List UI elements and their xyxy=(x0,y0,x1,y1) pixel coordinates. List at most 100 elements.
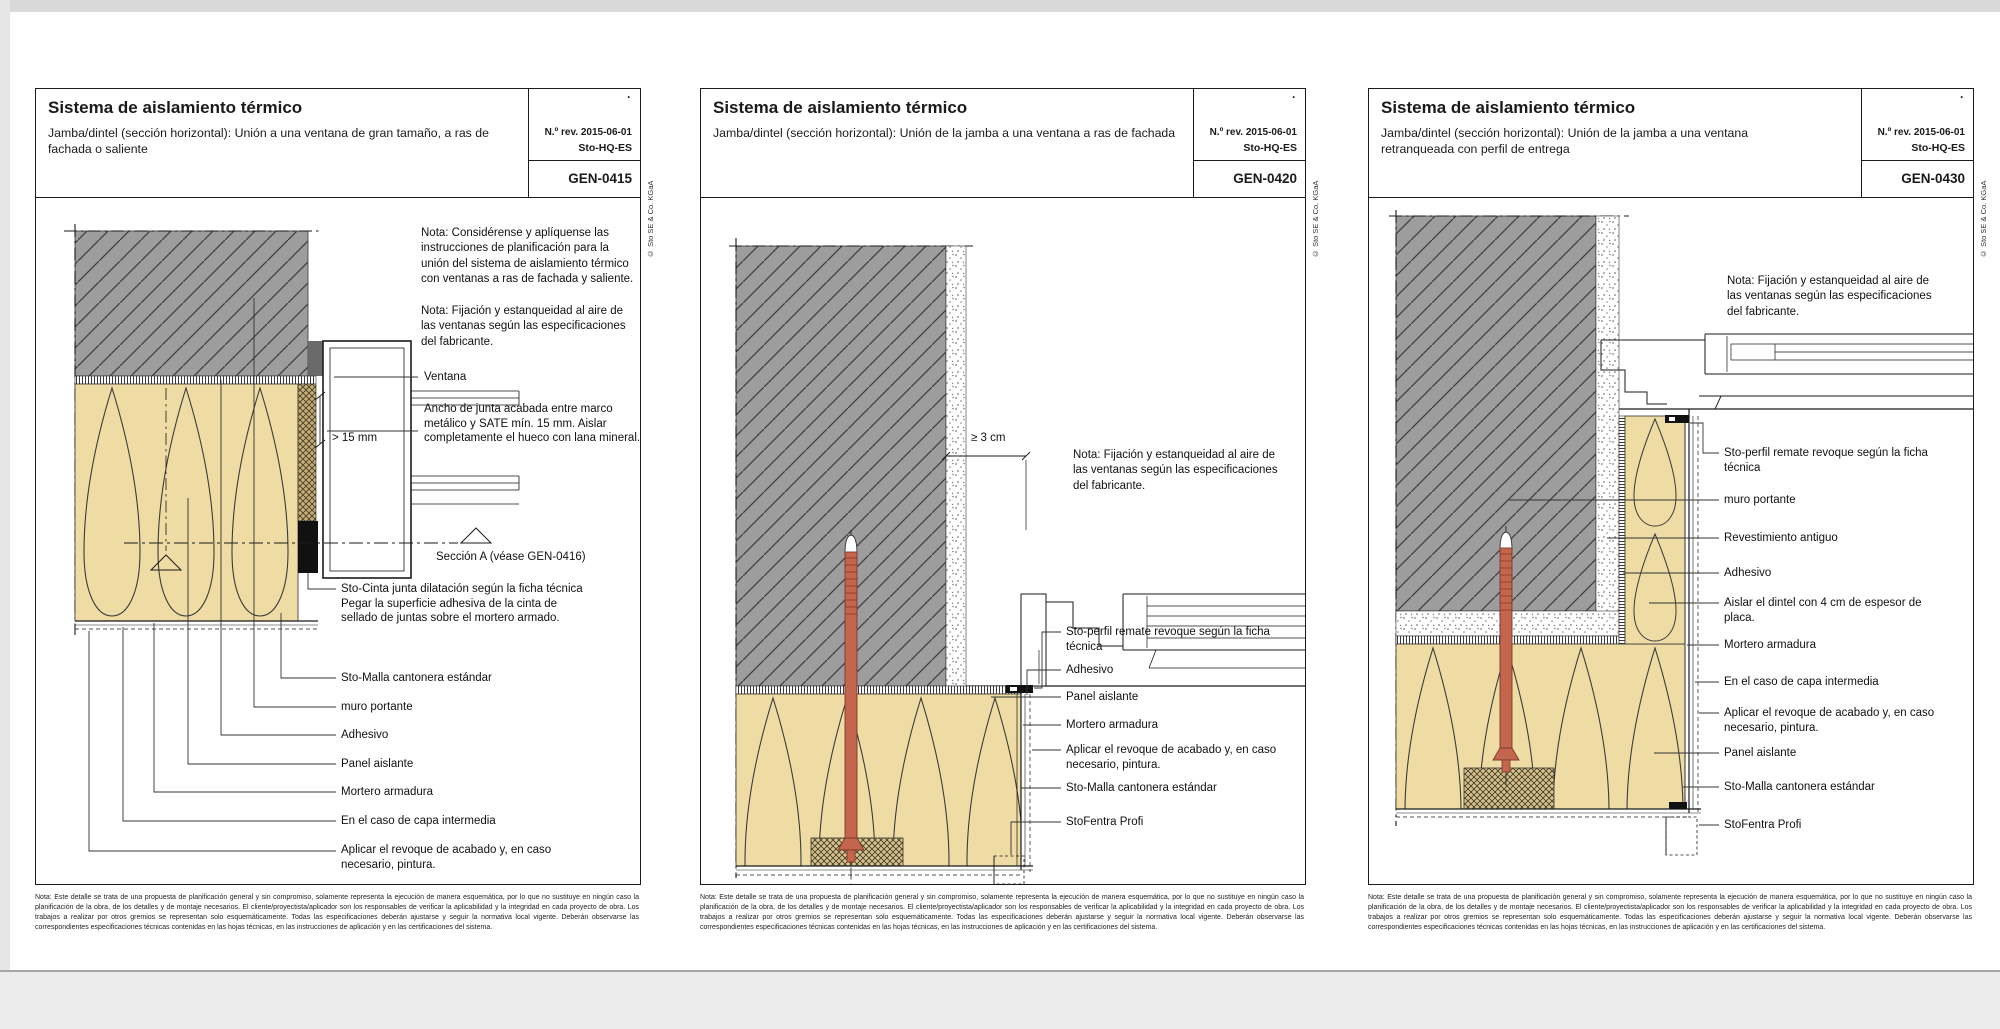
page-bottom-margin xyxy=(0,972,2000,1029)
revision-box: · N.º rev. 2015-06-01 Sto-HQ-ES GEN-0420 xyxy=(1193,89,1305,197)
page-bottom-rule xyxy=(0,970,2000,972)
render-bottom-layers xyxy=(736,865,1033,876)
annotation-corner-mesh: Sto-Malla cantonera estándar xyxy=(341,672,492,684)
sheet-gen-0420: Sistema de aislamiento térmico Jamba/din… xyxy=(700,88,1320,931)
annotation-intermediate-coat: En el caso de capa intermedia xyxy=(1724,676,1879,688)
sheet-frame: Sistema de aislamiento térmico Jamba/din… xyxy=(700,88,1306,885)
annotation-insulation: Panel aislante xyxy=(1066,691,1139,703)
copyright-vertical: © Sto SE & Co. KGaA xyxy=(1979,180,1988,258)
detail-drawing-canvas xyxy=(64,224,520,852)
sheet-title: Sistema de aislamiento térmico xyxy=(713,98,968,117)
detail-drawing: Nota: Fijación y estanqueidad al aire de… xyxy=(1369,198,1973,886)
sheet-code: GEN-0420 xyxy=(1233,171,1297,186)
annotation-window: Ventana xyxy=(424,371,467,383)
revision-number: N.º rev. 2015-06-01 xyxy=(544,127,632,138)
annotation-stop-profile: Sto-perfil remate revoque según la ficha… xyxy=(1724,447,1928,474)
adhesive-layer xyxy=(735,685,1022,695)
annotation-joint-tape: Sto-Cinta junta dilatación según la fich… xyxy=(341,583,583,625)
annotation-insulation: Panel aislante xyxy=(341,758,414,770)
render-bottom-layers xyxy=(1396,808,1701,818)
load-bearing-wall xyxy=(1389,210,1629,826)
leader-lines xyxy=(1509,422,1719,826)
detail-drawing-canvas xyxy=(729,238,1305,885)
disclaimer-text: Nota: Este detalle se trata de una propu… xyxy=(35,894,639,931)
mineral-wool-strip xyxy=(297,383,317,522)
insulation-board xyxy=(74,383,299,622)
detail-drawing: Nota: Considérense y aplíquense las inst… xyxy=(36,198,640,886)
fixing-note: Nota: Fijación y estanqueidad al aire de… xyxy=(421,305,626,348)
disclaimer-text: Nota: Este detalle se trata de una propu… xyxy=(700,894,1304,931)
insulation-board xyxy=(735,693,1022,867)
sheet-frame: Sistema de aislamiento térmico Jamba/din… xyxy=(35,88,641,885)
detail-drawing: ≥ 3 cm Nota: Fijación y estanqueidad al … xyxy=(701,198,1305,886)
annotation-stofentra: StoFentra Profi xyxy=(1724,819,1802,831)
load-bearing-wall xyxy=(729,238,973,878)
corner-seal-mark xyxy=(1669,802,1687,809)
annotation-lintel-insulation: Aislar el dintel con 4 cm de espesor de … xyxy=(1724,597,1922,624)
annotation-intermediate-coat: En el caso de capa intermedia xyxy=(341,815,496,827)
leader-lines xyxy=(88,298,418,852)
annotation-finish-render: Aplicar el revoque de acabado y, en caso… xyxy=(1066,744,1277,771)
revision-dot: · xyxy=(1960,90,1964,104)
joint-width-dimension xyxy=(314,391,326,449)
section-line-a xyxy=(124,388,493,571)
joint-sealing-tape xyxy=(298,521,318,573)
revision-box: · N.º rev. 2015-06-01 Sto-HQ-ES GEN-0415 xyxy=(528,89,640,197)
sheet-subtitle: Jamba/dintel (sección horizontal): Unión… xyxy=(48,126,489,157)
window-sill-profile-box xyxy=(993,855,1025,885)
window-frame xyxy=(322,340,520,579)
sheet-title: Sistema de aislamiento térmico xyxy=(1381,98,1636,117)
reveal-dimension xyxy=(941,451,1031,530)
sheet-frame: Sistema de aislamiento térmico Jamba/din… xyxy=(1368,88,1974,885)
revision-dot: · xyxy=(1292,90,1296,104)
fixing-note: Nota: Fijación y estanqueidad al aire de… xyxy=(1727,275,1932,318)
title-block: Sistema de aislamiento térmico Jamba/din… xyxy=(701,89,1305,198)
annotation-adhesive: Adhesivo xyxy=(1066,664,1114,676)
dimension-3cm: ≥ 3 cm xyxy=(971,432,1006,444)
annotation-corner-mesh: Sto-Malla cantonera estándar xyxy=(1066,782,1217,794)
section-reference: Sección A (véase GEN-0416) xyxy=(436,551,586,563)
revision-dot: · xyxy=(627,90,631,104)
annotation-mortar: Mortero armadura xyxy=(1066,719,1159,731)
annotation-stop-profile: Sto-perfil remate revoque según la ficha… xyxy=(1066,626,1270,653)
anchor-dowel xyxy=(1492,526,1520,796)
copyright-vertical: © Sto SE & Co. KGaA xyxy=(646,180,655,258)
title-block: Sistema de aislamiento térmico Jamba/din… xyxy=(1369,89,1973,198)
annotation-finish-render: Aplicar el revoque de acabado y, en caso… xyxy=(341,844,552,871)
org-code: Sto-HQ-ES xyxy=(578,142,632,154)
mortar-bed-block xyxy=(1463,767,1555,810)
page-left-margin xyxy=(0,0,10,1029)
planning-note: Nota: Considérense y aplíquense las inst… xyxy=(421,227,634,285)
annotation-adhesive: Adhesivo xyxy=(341,729,389,741)
annotation-mortar: Mortero armadura xyxy=(341,786,434,798)
annotation-old-render: Revestimiento antiguo xyxy=(1724,532,1838,544)
render-bottom-layers xyxy=(75,620,318,630)
org-code: Sto-HQ-ES xyxy=(1243,142,1297,154)
render-stop-profile xyxy=(1006,685,1033,693)
title-block: Sistema de aislamiento térmico Jamba/din… xyxy=(36,89,640,198)
annotation-corner-mesh: Sto-Malla cantonera estándar xyxy=(1724,781,1875,793)
old-render-layer xyxy=(945,245,967,687)
dimension-15mm: > 15 mm xyxy=(332,432,378,444)
sheet-code: GEN-0430 xyxy=(1901,171,1965,186)
sheet-title: Sistema de aislamiento térmico xyxy=(48,98,303,117)
annotation-wall: muro portante xyxy=(341,701,413,713)
leader-lines xyxy=(991,631,1061,855)
annotation-finish-render: Aplicar el revoque de acabado y, en caso… xyxy=(1724,707,1935,734)
revision-number: N.º rev. 2015-06-01 xyxy=(1209,127,1297,138)
copyright-vertical: © Sto SE & Co. KGaA xyxy=(1311,180,1320,258)
window-frame xyxy=(1600,333,1973,410)
anchor-dowel xyxy=(837,530,865,884)
annotation-adhesive: Adhesivo xyxy=(1724,567,1772,579)
revision-number: N.º rev. 2015-06-01 xyxy=(1877,127,1965,138)
sheet-gen-0430: Sistema de aislamiento térmico Jamba/din… xyxy=(1368,88,1988,931)
annotation-wall: muro portante xyxy=(1724,494,1796,506)
annotation-joint-width: Ancho de junta acabada entre marco metál… xyxy=(424,403,640,445)
render-stop-profile xyxy=(1665,415,1689,423)
page-top-margin xyxy=(0,0,2000,12)
fixing-note: Nota: Fijación y estanqueidad al aire de… xyxy=(1073,449,1278,492)
org-code: Sto-HQ-ES xyxy=(1911,142,1965,154)
jamb-edge-layers xyxy=(1684,409,1699,815)
annotation-insulation: Panel aislante xyxy=(1724,747,1797,759)
sheet-subtitle: Jamba/dintel (sección horizontal): Unión… xyxy=(713,126,1176,140)
